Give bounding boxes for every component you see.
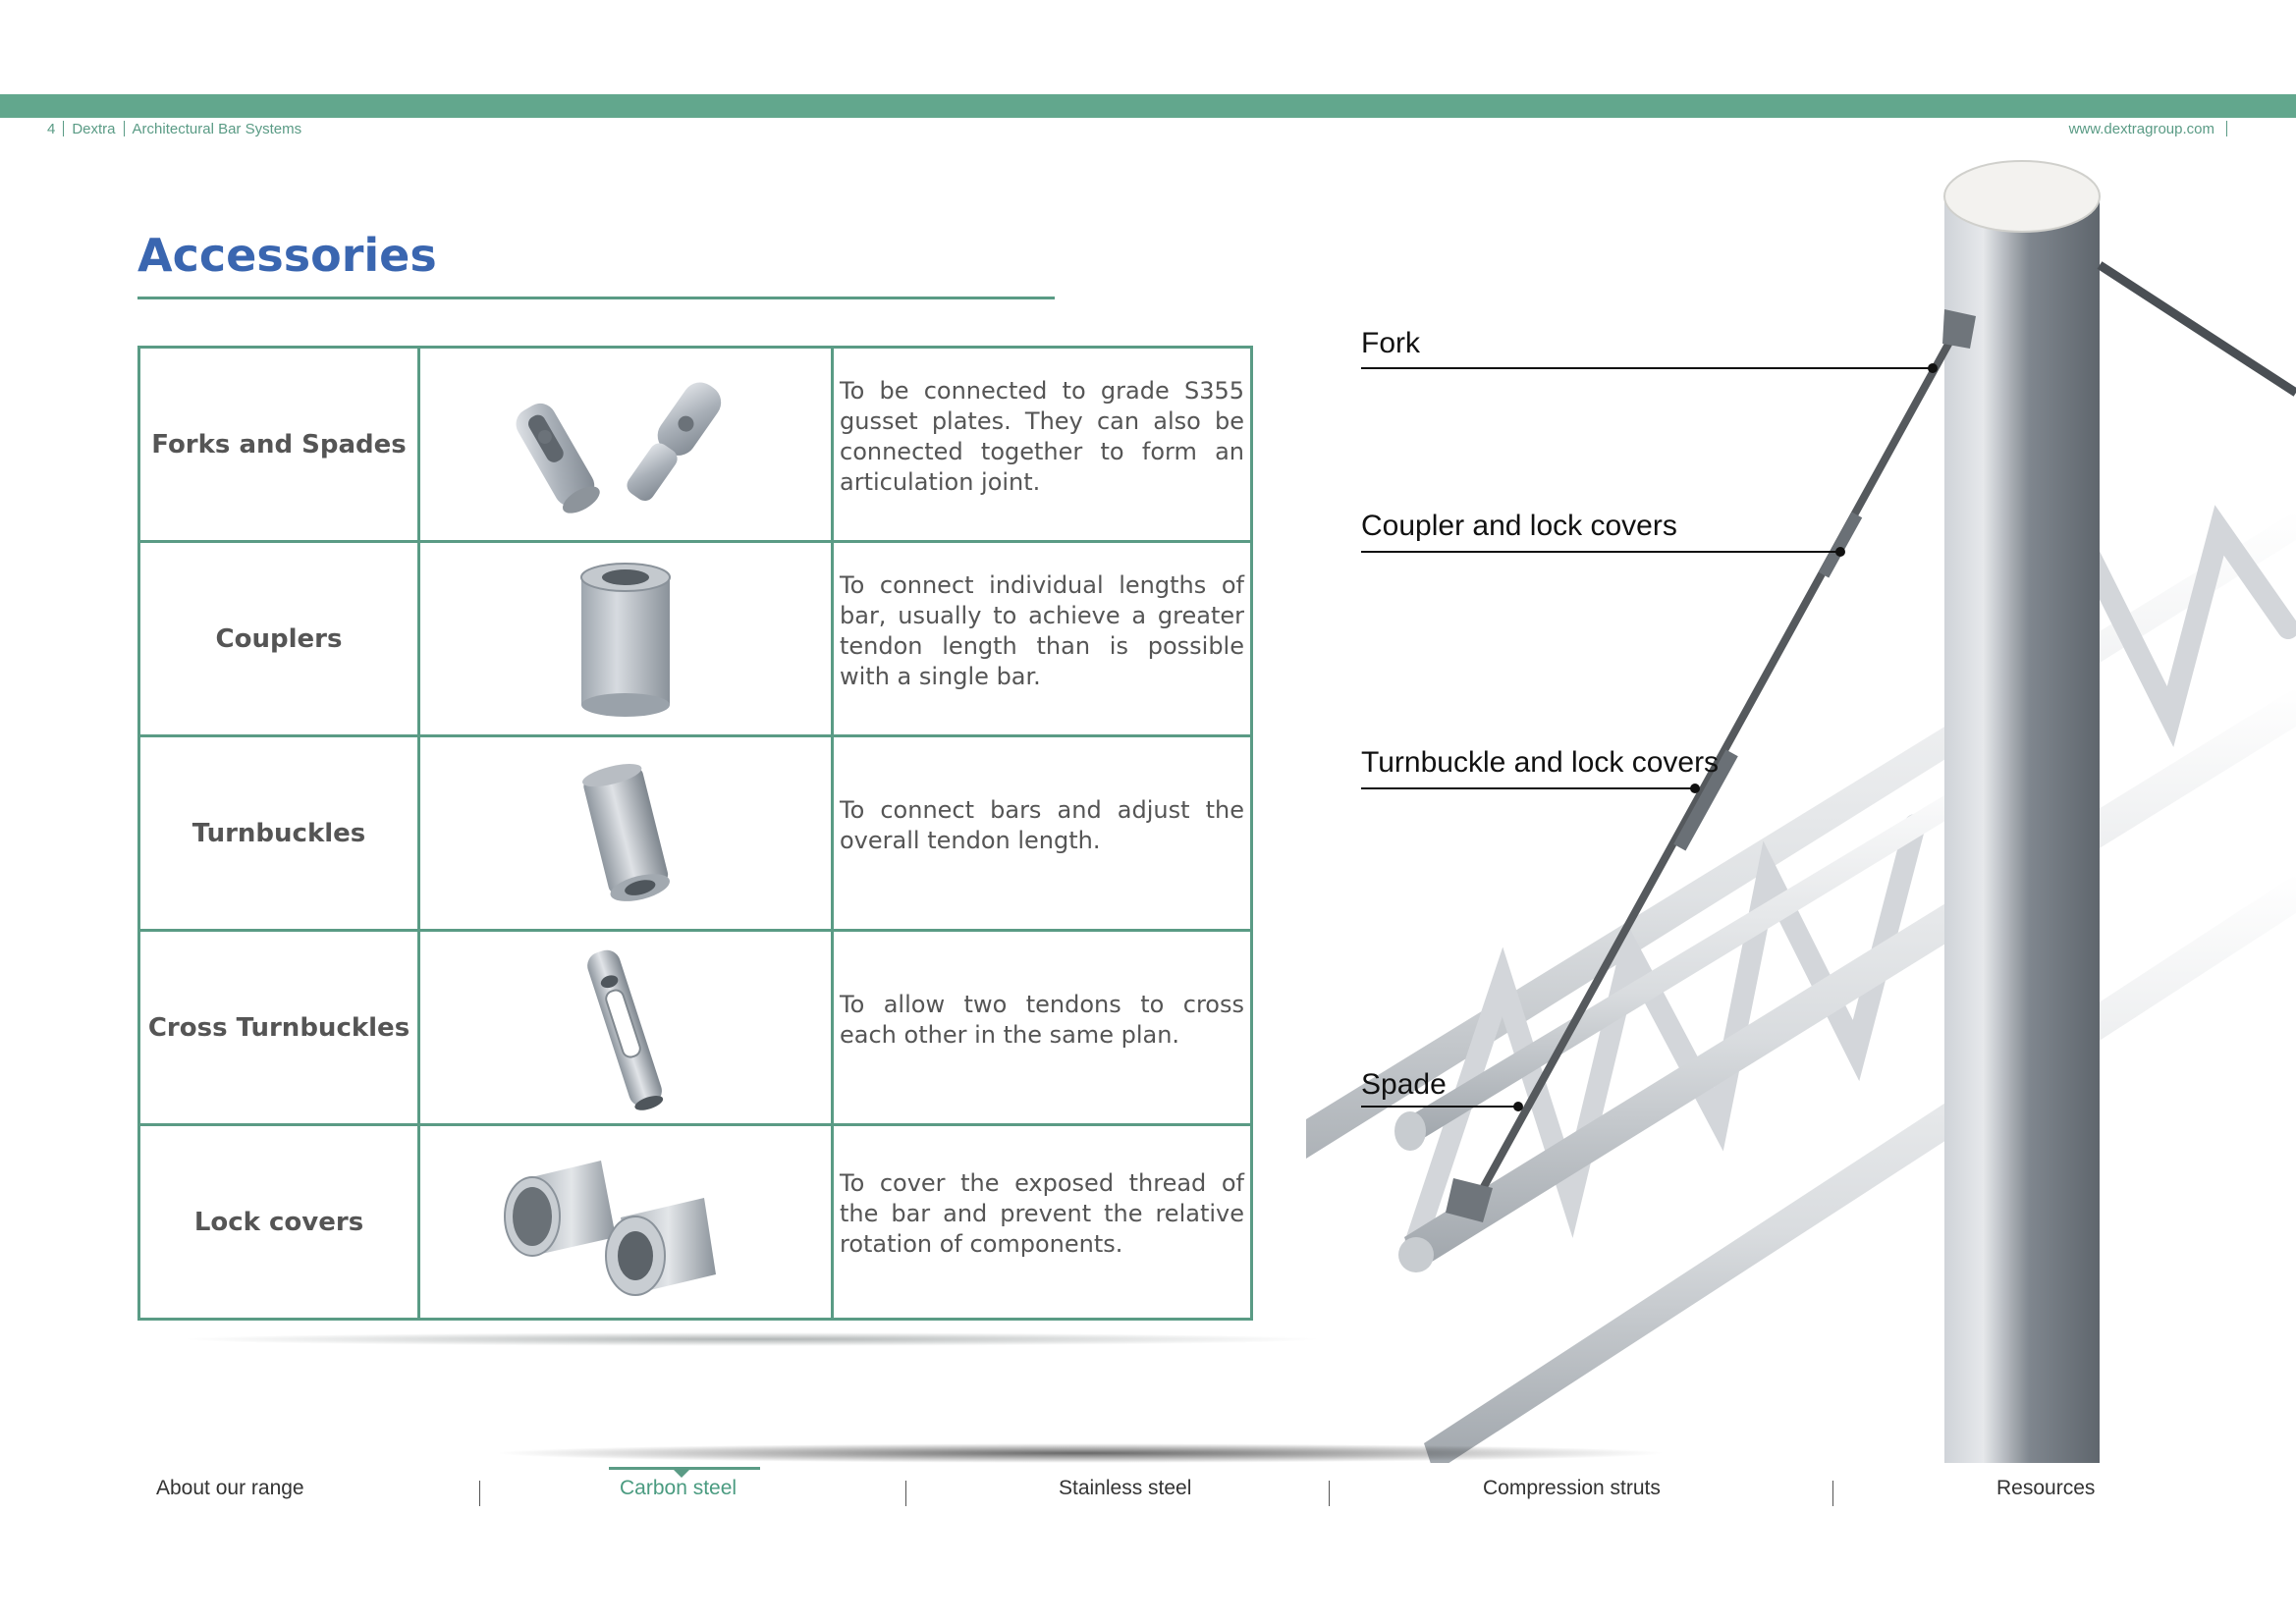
callout-line	[1361, 1106, 1518, 1108]
accessory-description: To connect bars and adjust the overall t…	[831, 734, 1253, 932]
callout-coupler: Coupler and lock covers	[1361, 510, 1677, 542]
accessory-description: To be connected to grade S355 gusset pla…	[831, 346, 1253, 543]
nav-carbon-steel[interactable]: Carbon steel	[620, 1477, 738, 1499]
accessory-description: To connect individual lengths of bar, us…	[831, 540, 1253, 737]
callout-turnbuckle: Turnbuckle and lock covers	[1361, 746, 1720, 779]
nav-about-our-range[interactable]: About our range	[156, 1477, 304, 1499]
turnbuckle-image	[417, 734, 834, 932]
callout-dot	[1690, 784, 1700, 793]
nav-resources[interactable]: Resources	[1996, 1477, 2096, 1499]
table-row: Forks and Spades	[137, 346, 1253, 543]
callout-line	[1361, 787, 1695, 789]
divider	[2226, 121, 2227, 136]
fork-spade-icon	[516, 382, 722, 514]
forks-spades-image	[417, 346, 834, 543]
nav-shadow	[491, 1443, 1669, 1463]
callout-line	[1361, 551, 1840, 553]
divider	[123, 121, 125, 136]
website-link[interactable]: www.dextragroup.com	[2068, 121, 2214, 137]
nav-stainless-steel[interactable]: Stainless steel	[1059, 1477, 1192, 1499]
callout-spade: Spade	[1361, 1068, 1447, 1101]
coupler-image	[417, 540, 834, 737]
header-bar	[0, 94, 2296, 118]
accessory-name: Lock covers	[137, 1123, 420, 1321]
lock-covers-icon	[504, 1160, 716, 1296]
lock-covers-image	[417, 1123, 834, 1321]
installation-illustration	[1306, 137, 2296, 1473]
nav-divider	[479, 1481, 480, 1506]
accessory-description: To cover the exposed thread of the bar a…	[831, 1123, 1253, 1321]
brand-name: Dextra	[72, 121, 116, 137]
table-row: Couplers To connect individual lengths o…	[137, 540, 1253, 737]
page-number: 4	[47, 121, 56, 137]
active-tab-marker	[609, 1467, 760, 1470]
turnbuckle-icon	[582, 763, 670, 901]
nav-divider	[1329, 1481, 1330, 1506]
accessory-name: Cross Turnbuckles	[137, 929, 420, 1126]
accessory-description: To allow two tendons to cross each other…	[831, 929, 1253, 1126]
active-tab-arrow-icon	[673, 1469, 690, 1478]
header-website: www.dextragroup.com	[2069, 121, 2227, 137]
header-breadcrumb: 4 Dextra Architectural Bar Systems	[47, 121, 301, 137]
coupler-icon	[580, 562, 671, 717]
callout-line	[1361, 367, 1931, 369]
cross-turnbuckle-icon	[587, 949, 664, 1110]
section-name: Architectural Bar Systems	[132, 121, 302, 137]
divider	[63, 121, 65, 136]
table-row: Turnbuckles To connect bars and adjust t…	[137, 734, 1253, 932]
accessory-name: Forks and Spades	[137, 346, 420, 543]
accessory-name: Couplers	[137, 540, 420, 737]
cross-turnbuckle-image	[417, 929, 834, 1126]
mast-truss-illustration	[1306, 160, 2296, 1473]
page-title: Accessories	[137, 229, 437, 282]
nav-divider	[905, 1481, 906, 1506]
nav-divider	[1832, 1481, 1833, 1506]
bottom-navigation: About our range Carbon steel Stainless s…	[0, 1477, 2296, 1510]
title-underline	[137, 297, 1055, 299]
table-row: Lock covers To cover the exposed thread …	[137, 1123, 1253, 1321]
table-row: Cross Turnbuckles To allow two tendons t…	[137, 929, 1253, 1126]
callout-dot	[1928, 363, 1938, 373]
table-shadow	[177, 1332, 1326, 1346]
callout-dot	[1835, 547, 1845, 557]
accessory-name: Turnbuckles	[137, 734, 420, 932]
callout-fork: Fork	[1361, 327, 1420, 359]
nav-compression-struts[interactable]: Compression struts	[1483, 1477, 1661, 1499]
accessories-table: Forks and Spades	[137, 346, 1253, 1321]
callout-dot	[1513, 1102, 1523, 1111]
